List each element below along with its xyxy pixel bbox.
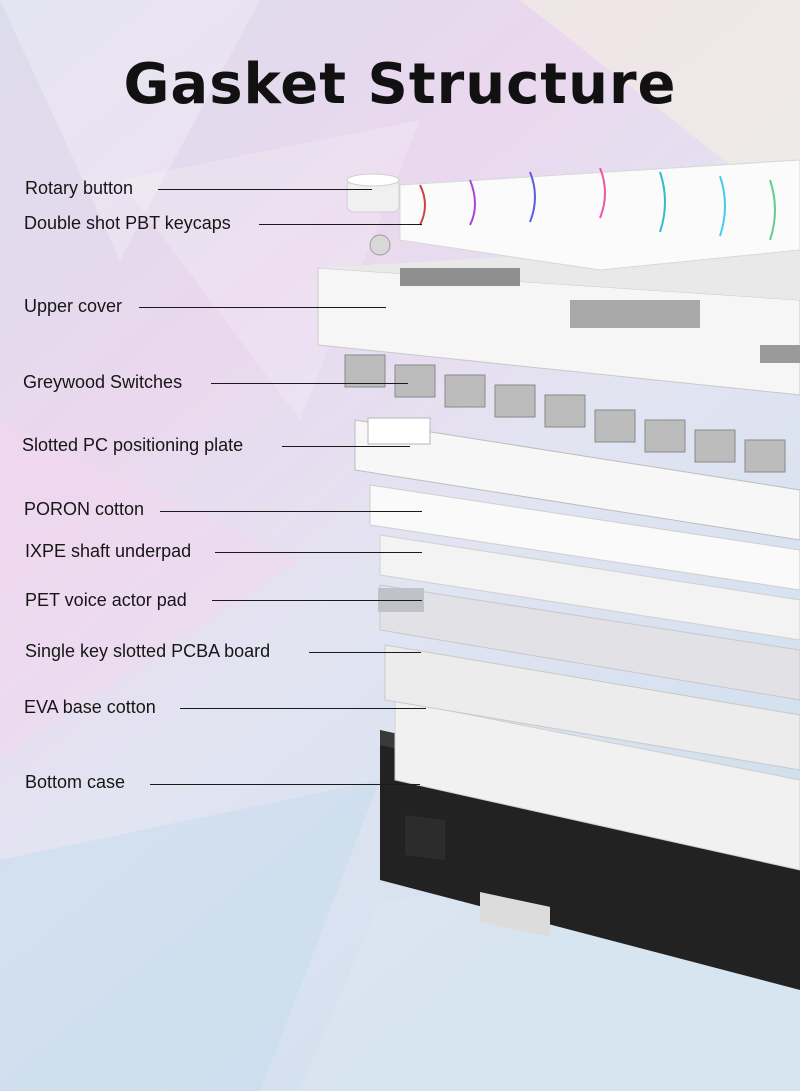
leader-line [309,652,421,653]
label-switches: Greywood Switches [23,372,183,392]
leader-line [215,552,422,553]
label-rotary-button: Rotary button [25,178,134,198]
positioning-plate-shape [354,419,800,541]
eva-base-cotton-shape [394,699,800,871]
label-upper-cover: Upper cover [24,296,123,316]
leader-line [259,224,422,225]
label-eva-base-cotton: EVA base cotton [24,697,156,717]
label-pet-pad: PET voice actor pad [25,590,187,610]
leader-line [139,307,386,308]
leader-line [158,189,372,190]
label-keycaps: Double shot PBT keycaps [24,213,231,233]
label-poron-cotton: PORON cotton [24,499,145,519]
leader-line [160,511,422,512]
page-title: Gasket Structure [123,52,677,117]
label-ixpe-underpad: IXPE shaft underpad [25,541,192,561]
rotary-knob-shape [346,173,400,256]
leader-line [211,383,408,384]
keycaps-shape [399,159,800,271]
leader-line [282,446,410,447]
plate-tab [367,417,431,445]
switches-row-shape [344,354,786,473]
ixpe-underpad-shape [379,534,800,641]
label-bottom-case: Bottom case [25,772,126,792]
leader-line [212,600,422,601]
leader-line [150,784,420,785]
pet-pad-shape [379,584,800,701]
pcba-board-shape [384,644,800,771]
leader-line [180,708,426,709]
label-positioning-plate: Slotted PC positioning plate [22,435,244,455]
label-pcba-board: Single key slotted PCBA board [25,641,271,661]
